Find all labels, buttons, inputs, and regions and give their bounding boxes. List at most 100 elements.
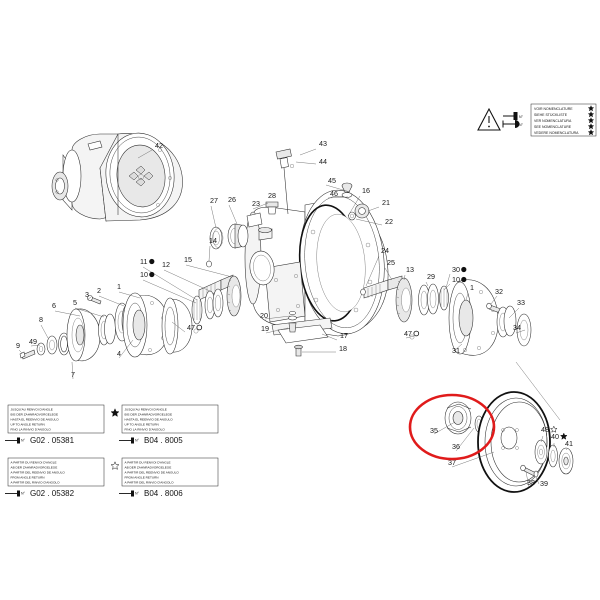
star-filled-icon xyxy=(587,111,595,118)
note-box xyxy=(7,404,105,434)
part-14-shaft xyxy=(198,260,234,301)
legend-language-1: SIEHE STÜCKLISTE xyxy=(534,113,568,117)
callout-24: 24 xyxy=(381,246,389,255)
callout-28: 28 xyxy=(268,191,276,200)
note-part-number: B04 . 8006 xyxy=(144,489,183,498)
callout-39: 39 xyxy=(540,479,548,488)
callout-number: 33 xyxy=(517,298,525,307)
callout-33: 33 xyxy=(517,298,525,307)
callout-number: 41 xyxy=(565,439,573,448)
callout-number: 31 xyxy=(452,346,460,355)
callout-37: 37 xyxy=(448,458,456,467)
callout-number: 17 xyxy=(340,331,348,340)
callout-9: 9 xyxy=(16,341,20,350)
note-line: AB DER ZAHNRADVORGELEGE xyxy=(125,466,172,470)
callout-number: 8 xyxy=(39,315,43,324)
callout-10: 10 xyxy=(140,270,155,279)
parts-17-18-19-20 xyxy=(277,311,329,357)
callout-23: 23 xyxy=(252,199,260,208)
callout-number: 23 xyxy=(252,199,260,208)
callout-number: 43 xyxy=(319,139,327,148)
callout-13: 13 xyxy=(406,265,414,274)
callout-number: 12 xyxy=(162,260,170,269)
callout-number: 1 xyxy=(117,282,121,291)
legend-row-0-label: N° xyxy=(519,115,524,119)
callout-number: 29 xyxy=(427,272,435,281)
callout-41: 41 xyxy=(565,439,573,448)
part-45-breather xyxy=(341,182,353,198)
callout-25: 25 xyxy=(387,258,395,267)
callout-5: 5 xyxy=(73,298,77,307)
flywheel-assembly xyxy=(444,391,574,493)
callout-3: 3 xyxy=(85,290,89,299)
callout-2: 2 xyxy=(97,286,101,295)
callout-number: 16 xyxy=(362,186,370,195)
callout-18: 18 xyxy=(339,344,347,353)
star-outline-icon xyxy=(549,425,558,433)
callout-number: 22 xyxy=(385,217,393,226)
callout-number: 47 xyxy=(404,329,412,338)
callout-number: 48 xyxy=(541,425,549,434)
callout-48: 48 xyxy=(541,425,558,434)
leader-lines xyxy=(18,148,568,488)
callout-31: 31 xyxy=(452,346,460,355)
note-line: A PARTIR DEL REENVIO DE ANGULO xyxy=(11,471,66,475)
callout-number: 9 xyxy=(16,341,20,350)
note-line: FROM ANGLE RETURN xyxy=(11,476,45,480)
note-line: FROM ANGLE RETURN xyxy=(125,476,159,480)
nomenclature-legend: N° N° VOIR NOMENCLATURE SIEHE STÜCKLISTE V… xyxy=(477,103,597,137)
note-arrow-cap xyxy=(131,437,134,444)
note-arrow-cap xyxy=(131,490,134,497)
callout-11: 11 xyxy=(140,257,155,266)
right-exploded-stack xyxy=(395,277,532,356)
note-label: N° xyxy=(21,439,26,443)
callout-number: 49 xyxy=(29,337,37,346)
callout-40: 40 xyxy=(551,432,568,441)
note-arrow-cap xyxy=(17,490,20,497)
callout-36: 36 xyxy=(452,442,460,451)
legend-language-2: VER NOMENCLATURA xyxy=(534,119,572,123)
note-line: A PARTIR DEL RINVIO D'ANGOLO xyxy=(11,481,61,485)
note-line: HASTA EL REENVIO DE ANGULO xyxy=(11,418,60,422)
callout-number: 3 xyxy=(85,290,89,299)
callout-47: 47 xyxy=(404,329,420,338)
star-filled-icon xyxy=(559,432,568,440)
callout-42: 42 xyxy=(155,141,163,150)
callout-number: 6 xyxy=(52,301,56,310)
note-box xyxy=(121,404,219,434)
star-filled-icon xyxy=(587,123,595,130)
note-box xyxy=(7,457,105,487)
note-line: BIS DER ZAHNRADVORGELEGE xyxy=(125,413,173,417)
callout-17: 17 xyxy=(340,331,348,340)
callout-16: 16 xyxy=(362,186,370,195)
callout-number: 20 xyxy=(260,311,268,320)
callout-20: 20 xyxy=(260,311,268,320)
legend-language-0: VOIR NOMENCLATURE xyxy=(534,107,573,111)
callout-number: 34 xyxy=(513,323,521,332)
callout-10: 10 xyxy=(452,275,467,284)
note-line: A PARTIR DU RENVOI D'ANGLE xyxy=(11,461,57,465)
filled-dot-icon xyxy=(149,258,155,265)
callout-45: 45 xyxy=(328,176,336,185)
callout-14: 14 xyxy=(209,236,217,245)
note-part-number: G02 . 05382 xyxy=(30,489,75,498)
note-line: A PARTIR DEL REENVIO DE ANGULO xyxy=(125,471,180,475)
filled-dot-icon xyxy=(461,266,467,273)
callout-number: 19 xyxy=(261,324,269,333)
callout-number: 10 xyxy=(452,275,460,284)
callout-8: 8 xyxy=(39,315,43,324)
callout-number: 35 xyxy=(430,426,438,435)
legend-row-1-label: N° xyxy=(519,123,524,127)
note-line: AB DER ZAHNRADVORGELEGE xyxy=(11,466,58,470)
callout-number: 4 xyxy=(117,349,121,358)
callout-number: 11 xyxy=(140,257,147,266)
note-label: N° xyxy=(135,439,140,443)
callout-number: 15 xyxy=(184,255,192,264)
callout-number: 46 xyxy=(330,189,338,198)
callout-number: 32 xyxy=(495,287,503,296)
callout-number: 25 xyxy=(387,258,395,267)
